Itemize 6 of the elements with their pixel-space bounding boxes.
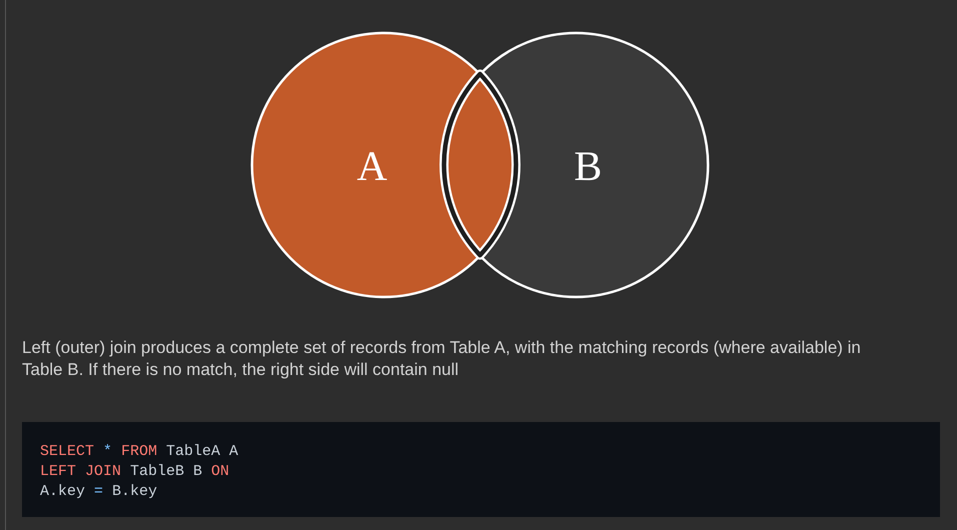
code-line: A.key = B.key [40,482,158,502]
code-line: LEFT JOIN TableB B ON [40,462,230,482]
code-line: SELECT * FROM TableA A [40,442,238,462]
set-label: A [356,146,388,188]
description-text: Left (outer) join produces a complete set of records from Table A, with the matching records (where available) in Table B. If there is no match, the right side will contain null [22,337,862,381]
set-label: B [574,146,602,188]
